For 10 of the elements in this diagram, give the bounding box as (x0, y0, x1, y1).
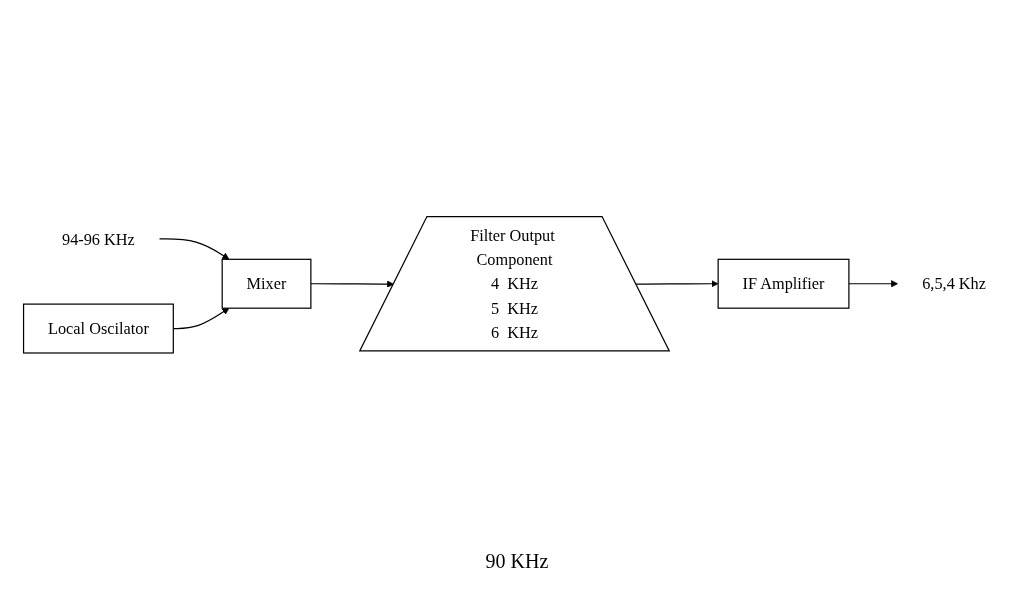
arrow (158, 238, 230, 260)
node-text: 6,5,4 Khz (922, 275, 986, 293)
node-box: Mixer (221, 258, 312, 310)
frequency-label: 90 KHz (485, 550, 549, 573)
node-text: 94-96 KHz (62, 230, 135, 249)
node-box: IF Amplifier (717, 258, 850, 310)
node-box: Local Oscilator (22, 303, 174, 354)
arrow (310, 280, 395, 288)
arrow (848, 280, 899, 288)
arrow (635, 280, 719, 288)
